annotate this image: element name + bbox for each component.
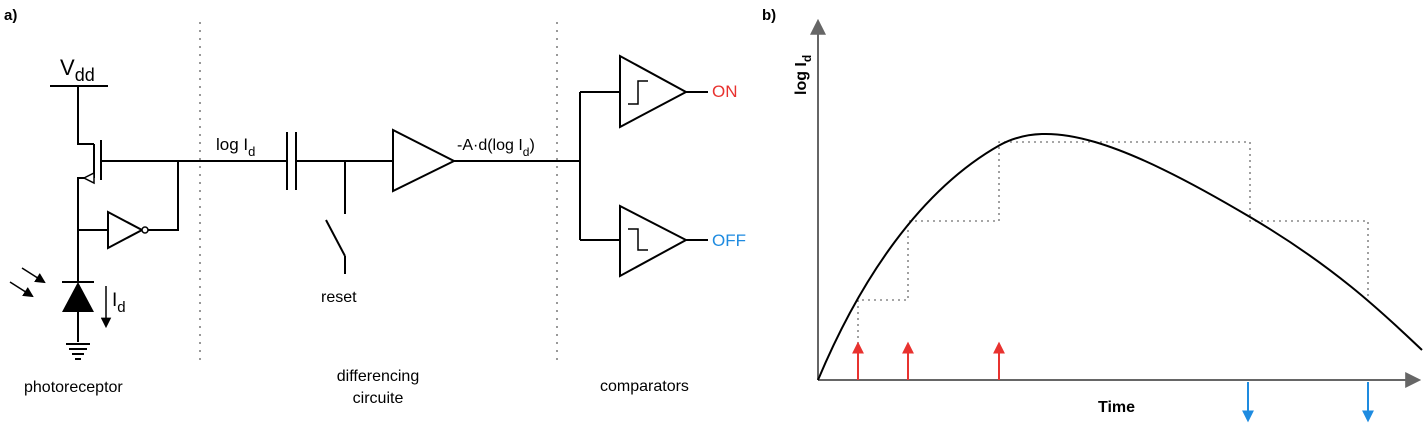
amp-output-label: -A·d(log Id) [457,137,535,159]
log-id-label: log Id [216,135,255,159]
amplifier [392,128,457,193]
reset-switch [325,161,346,274]
stage-comparators: comparators [600,378,689,395]
photodiode [62,230,94,342]
ground-icon [66,343,90,360]
vdd-label: Vdd [60,55,95,85]
id-label: Id [112,290,126,316]
light-arrows-icon [9,267,46,298]
off-label: OFF [712,231,746,250]
inverter [78,161,179,250]
svg-text:Vdd: Vdd [60,55,95,85]
reset-label: reset [321,289,357,306]
pmos-transistor [77,118,180,230]
capacitor [286,132,297,190]
y-axis-label: log Id [793,55,814,95]
on-label: ON [712,82,738,101]
stage-differencing-2: circuite [353,390,404,407]
panel-a-label: a) [4,7,17,24]
stage-differencing-1: differencing [337,368,419,385]
log-intensity-curve [817,133,1423,381]
comparator-on [580,54,708,129]
stage-photoreceptor: photoreceptor [24,379,123,396]
comparator-off [580,204,708,278]
event-staircase [857,141,1369,380]
x-axis-label: Time [1098,399,1135,416]
panel-b-label: b) [762,7,776,24]
